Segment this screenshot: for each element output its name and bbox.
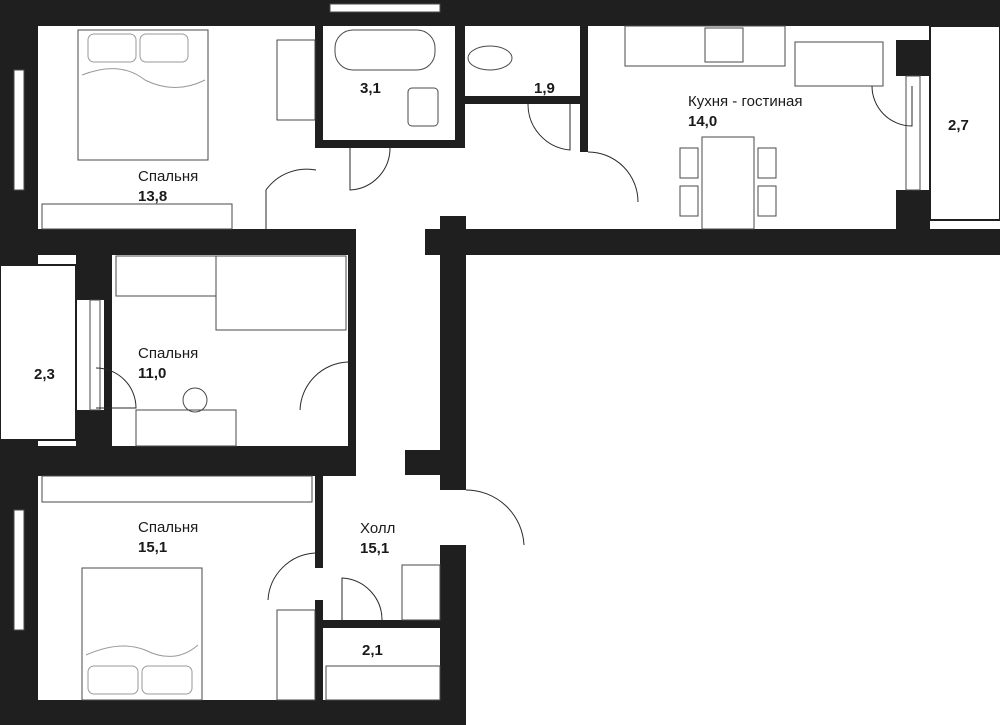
chair-icon <box>679 185 699 217</box>
chair-icon <box>182 387 208 413</box>
room-name-kitchen-living: Кухня - гостиная <box>688 93 802 110</box>
hall-furniture <box>325 564 441 701</box>
room-labels: Спальня 13,8 3,1 1,9 Кухня - гостиная 14… <box>34 80 969 659</box>
bedroom2-furniture <box>115 255 347 447</box>
wall-bedroom2-right <box>348 229 356 476</box>
wardrobe-icon <box>41 475 313 503</box>
toilet-icon <box>467 45 513 71</box>
bathtub-icon <box>334 29 436 71</box>
room-area-bedroom-3: 15,1 <box>138 539 167 556</box>
door-kitchen[interactable] <box>587 151 639 203</box>
pillow-icon <box>139 33 189 63</box>
door-bath[interactable] <box>349 147 391 191</box>
bed-icon <box>215 255 347 331</box>
wall-bottom <box>0 700 465 725</box>
pillow-icon <box>87 665 139 695</box>
wardrobe-icon <box>276 609 316 701</box>
wall-bedroom3-right-lower <box>315 600 323 725</box>
wall-bedroom1-right <box>315 0 323 148</box>
wardrobe-icon <box>115 255 217 297</box>
room-area-kitchen-living: 14,0 <box>688 113 717 130</box>
wall-bedroom1-bottom <box>0 229 355 255</box>
wall-bath-bottom <box>315 140 455 148</box>
blanket-icon <box>81 68 206 88</box>
balcony-left-area <box>0 264 77 441</box>
door-toilet[interactable] <box>527 103 571 151</box>
wall-toilet-bottom <box>465 96 585 104</box>
sink-icon <box>407 87 439 127</box>
door-bedroom2[interactable] <box>299 361 349 411</box>
room-area-bedroom-2: 11,0 <box>138 365 166 382</box>
bed-icon <box>77 29 209 161</box>
door-balcony-left[interactable] <box>95 367 137 409</box>
chair-icon <box>757 185 777 217</box>
kitchen-furniture <box>624 25 884 230</box>
room-name-bedroom-1: Спальня <box>138 168 198 185</box>
room-area-hall: 15,1 <box>360 540 389 557</box>
bed-icon <box>81 567 203 701</box>
door-bedroom3[interactable] <box>267 552 316 601</box>
kitchen-counter-icon <box>624 25 786 67</box>
wall-kitchen-right <box>896 40 930 76</box>
bedroom3-furniture <box>41 475 316 701</box>
room-name-bedroom-3: Спальня <box>138 519 198 536</box>
wall-storage-top <box>323 620 443 628</box>
window-kitchen <box>905 75 921 191</box>
room-area-toilet: 1,9 <box>534 80 555 97</box>
wall-bedroom2-bottom <box>0 446 355 476</box>
room-area-balcony-left: 2,3 <box>34 366 55 383</box>
pillow-icon <box>141 665 193 695</box>
room-name-bedroom-2: Спальня <box>138 345 198 362</box>
wall-balcony-right-outer <box>930 0 1000 26</box>
wall-bedroom3-right <box>315 476 323 568</box>
room-area-storage: 2,1 <box>362 642 383 659</box>
bedroom1-furniture <box>41 29 316 230</box>
wall-hall-right-bottom <box>440 545 466 725</box>
stove-icon <box>704 27 744 63</box>
wall-hall-right-column <box>440 216 466 466</box>
door-entrance[interactable] <box>465 489 525 546</box>
balcony-right-area <box>929 25 1000 221</box>
door-bedroom1[interactable] <box>265 168 317 229</box>
wardrobe-icon <box>325 665 441 701</box>
pillow-icon <box>87 33 137 63</box>
window-bedroom3 <box>13 509 25 631</box>
dining-table-icon <box>701 136 755 230</box>
chair-icon <box>679 147 699 179</box>
room-area-balcony-right: 2,7 <box>948 117 969 134</box>
room-area-bedroom-1: 13,8 <box>138 188 167 205</box>
wall-top <box>0 0 1000 26</box>
sofa-icon <box>794 41 884 87</box>
door-storage[interactable] <box>341 577 383 621</box>
bathroom-furniture <box>334 29 513 127</box>
room-area-bathroom: 3,1 <box>360 80 381 97</box>
window-bath <box>329 3 441 13</box>
room-name-hall: Холл <box>360 520 395 537</box>
wall-toilet-right <box>580 0 588 152</box>
window-bedroom1 <box>13 69 25 191</box>
window-balcony-left <box>89 299 101 411</box>
blanket-icon <box>85 644 199 657</box>
dresser-icon <box>41 203 233 230</box>
wardrobe-icon <box>401 564 441 621</box>
doors <box>95 85 913 621</box>
desk-icon <box>135 409 237 447</box>
windows <box>13 3 921 631</box>
door-balcony-right[interactable] <box>871 85 913 127</box>
wall-hall-notch <box>405 450 466 475</box>
wall-bedroom2-left <box>104 255 112 450</box>
wall-bath-right <box>455 0 465 148</box>
wardrobe-icon <box>276 39 316 121</box>
wall-kitchen-right-lower <box>896 190 930 235</box>
chair-icon <box>757 147 777 179</box>
